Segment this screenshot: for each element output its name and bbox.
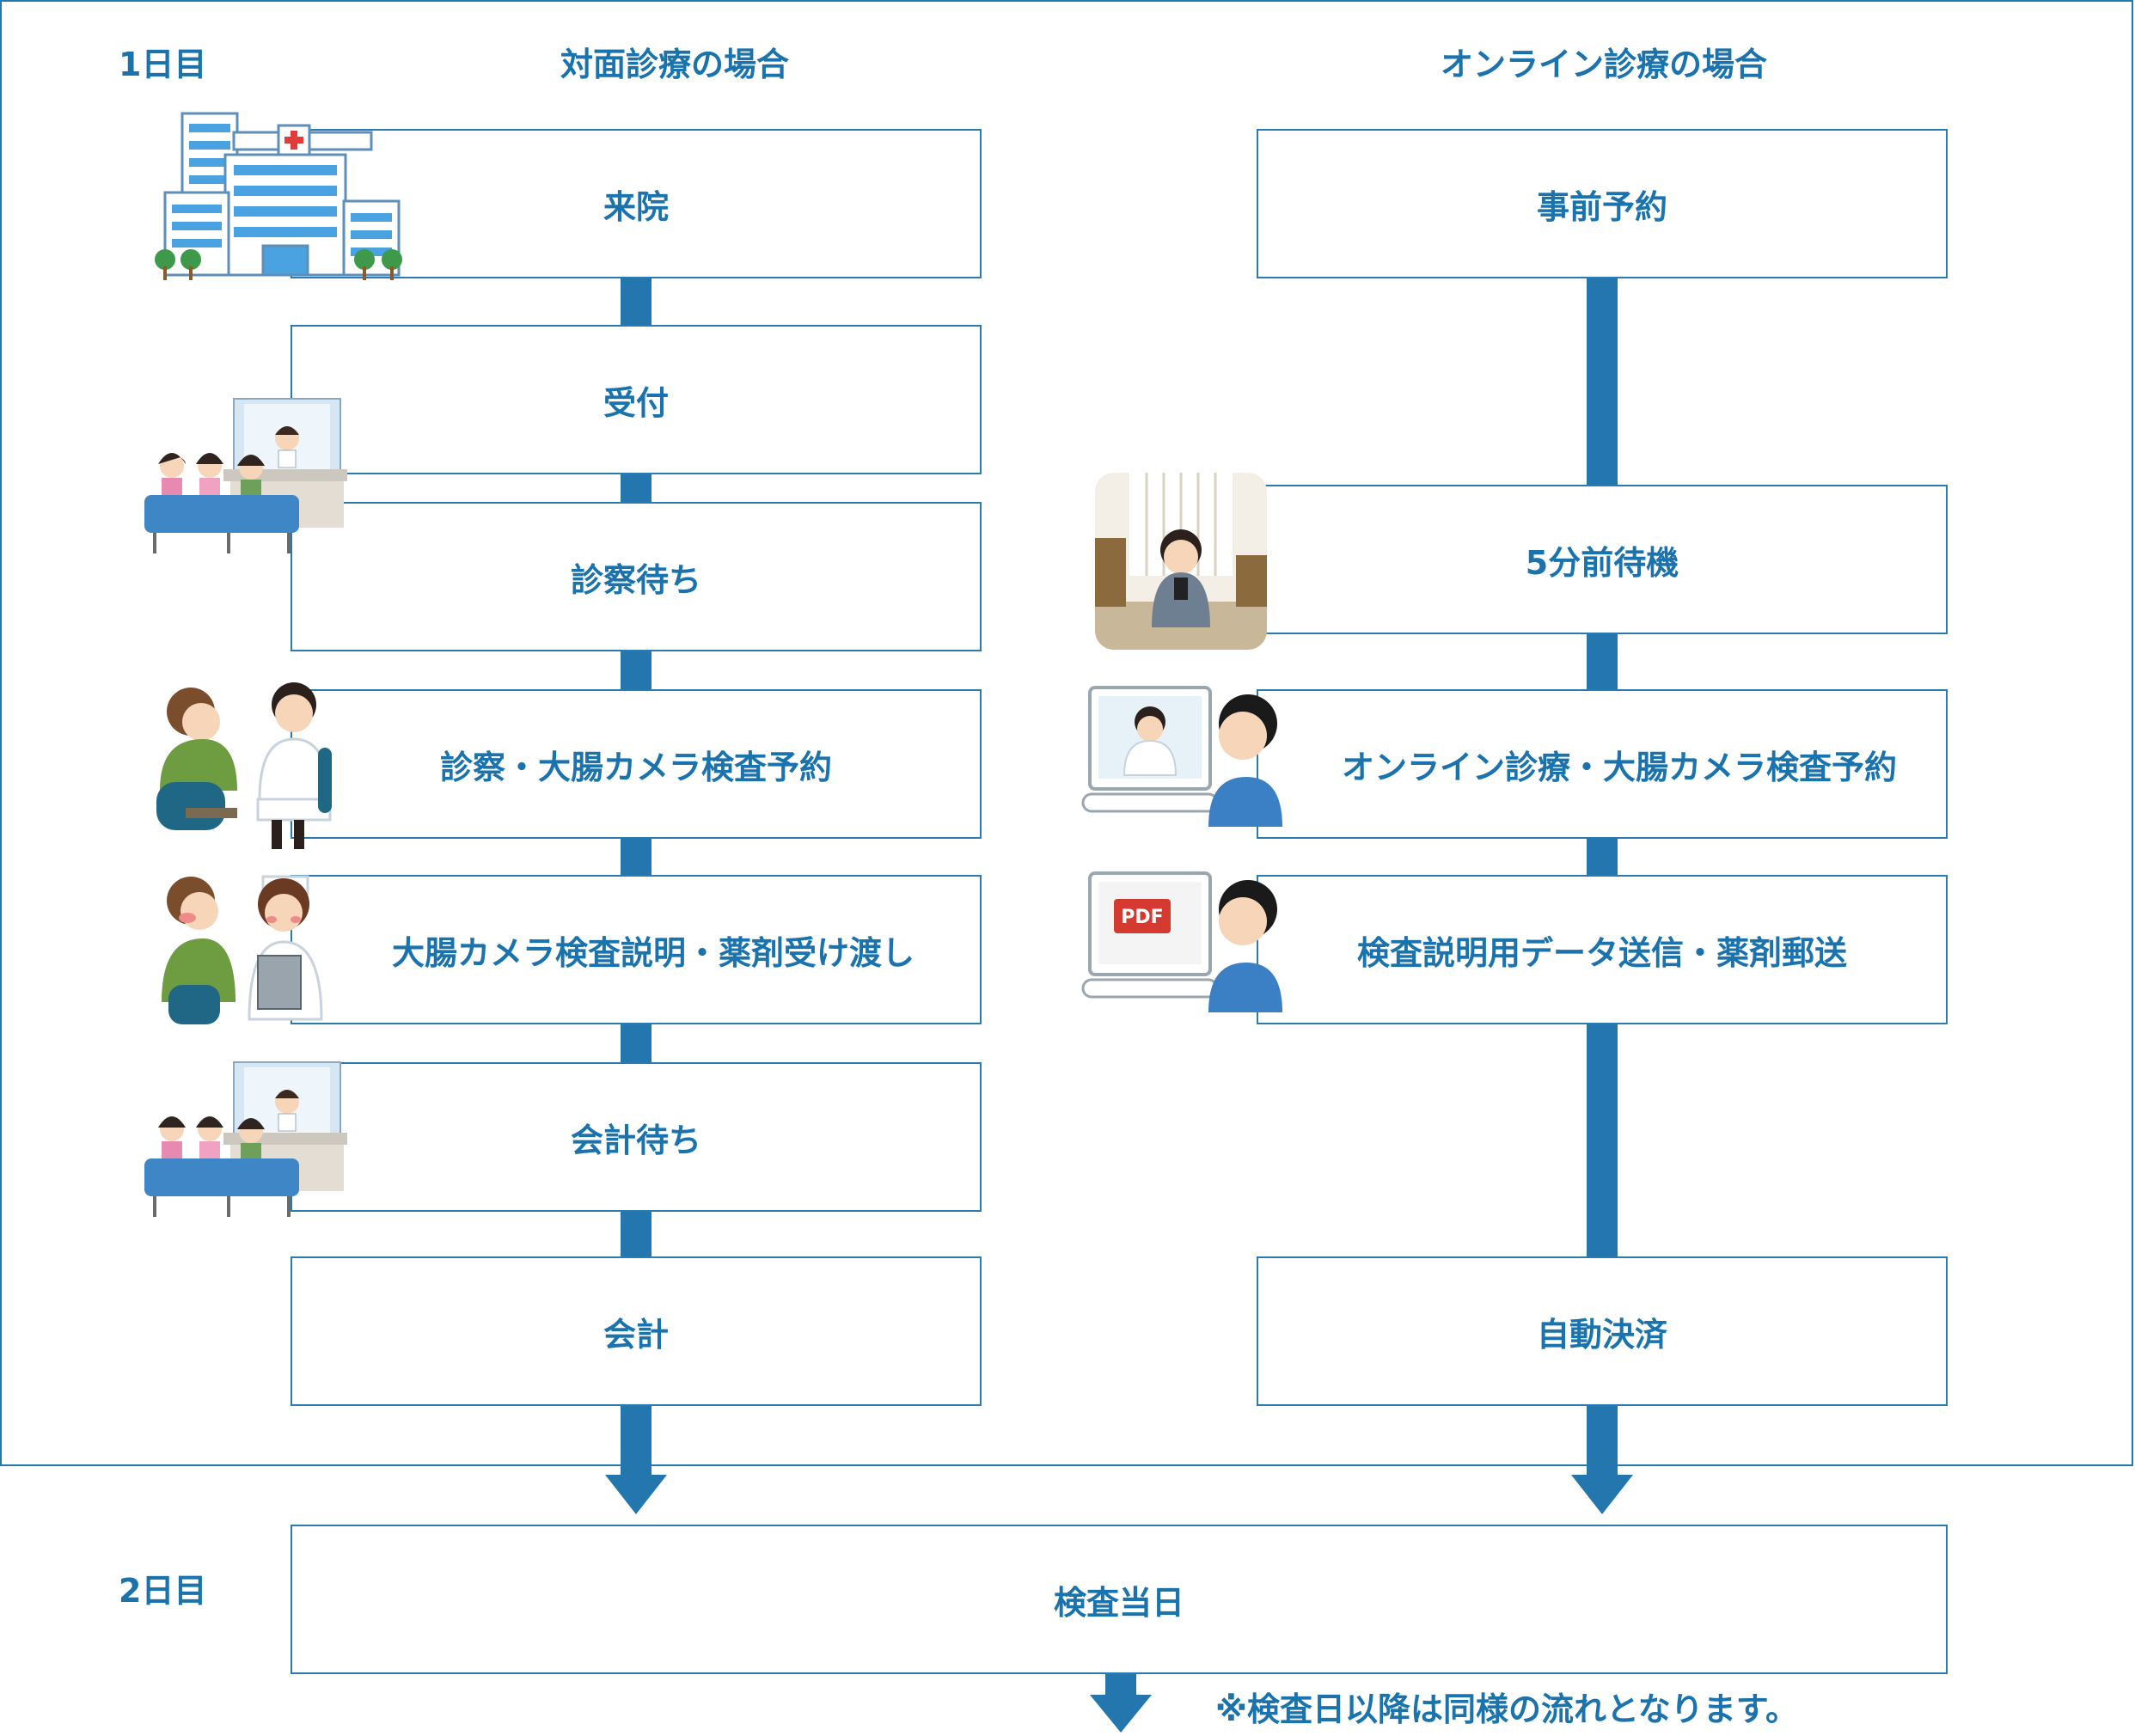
- down-arrow-head: [1571, 1475, 1633, 1514]
- step-explanation-medication: 大腸カメラ検査説明・薬剤受け渡し: [291, 875, 982, 1024]
- day1-label: 1日目: [119, 46, 207, 83]
- standby-at-home-icon: [1095, 473, 1267, 650]
- step-waiting-exam: 診察待ち: [291, 502, 982, 651]
- step-consultation-booking: 診察・大腸カメラ検査予約: [291, 689, 982, 839]
- footnote: ※検査日以降は同様の流れとなります。: [1215, 1690, 1799, 1728]
- down-arrow-head: [605, 1475, 667, 1514]
- day2-label: 2日目: [119, 1572, 207, 1610]
- connector: [621, 650, 652, 691]
- step-online-consultation: オンライン診療・大腸カメラ検査予約: [1257, 689, 1948, 839]
- connector: [621, 837, 652, 877]
- hospital-icon: [155, 112, 402, 280]
- online-consultation-icon: [1081, 686, 1282, 827]
- connector: [1587, 837, 1618, 877]
- arrow-shaft: [621, 1404, 652, 1478]
- arrow-shaft: [1587, 1404, 1618, 1478]
- pdf-label: PDF: [1121, 907, 1163, 928]
- waiting-room-icon: [144, 1061, 347, 1217]
- connector: [621, 1023, 652, 1064]
- step-exam-day: 検査当日: [291, 1525, 1948, 1674]
- step-payment: 会計: [291, 1256, 982, 1406]
- connector: [1587, 633, 1618, 691]
- step-visit: 来院: [291, 129, 982, 278]
- online-heading: オンライン診療の場合: [1441, 46, 1768, 83]
- step-auto-payment: 自動決済: [1257, 1256, 1948, 1406]
- connector: [621, 1210, 652, 1258]
- step-data-send-medication: 検査説明用データ送信・薬剤郵送: [1257, 875, 1948, 1024]
- doctor-consultation-icon: [156, 682, 332, 849]
- connector: [621, 277, 652, 327]
- nurse-explanation-icon: [162, 875, 323, 1024]
- step-standby: 5分前待機: [1257, 485, 1948, 634]
- step-waiting-payment: 会計待ち: [291, 1062, 982, 1212]
- connector: [621, 473, 652, 504]
- pdf-document-icon: PDF: [1081, 871, 1282, 1012]
- step-reception: 受付: [291, 325, 982, 474]
- waiting-room-icon: [144, 398, 347, 553]
- step-advance-booking: 事前予約: [1257, 129, 1948, 278]
- in-person-heading: 対面診療の場合: [560, 46, 790, 83]
- day1-frame: [0, 0, 2133, 1466]
- connector: [1587, 1023, 1618, 1258]
- arrow-shaft: [1105, 1672, 1136, 1698]
- connector: [1587, 277, 1618, 486]
- down-arrow-head: [1090, 1695, 1152, 1733]
